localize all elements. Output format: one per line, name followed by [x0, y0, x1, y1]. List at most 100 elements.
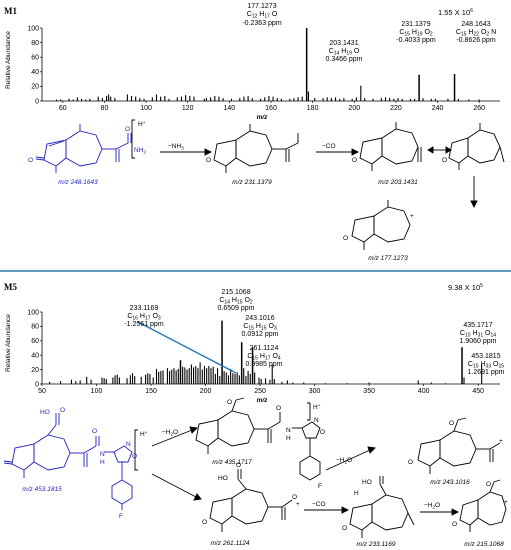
m5-frag-261-structure — [209, 469, 293, 532]
m5-loss-h2o-b: −H2O — [336, 457, 352, 465]
m1-label-177-mz: 177.1273 — [247, 3, 276, 10]
m5-frag261-ho: HO — [218, 475, 228, 482]
m5-frag261-o2: O — [202, 519, 207, 526]
m1-label-231: 231.1379 C15 H19 O2 -0.4033 ppm — [396, 21, 435, 44]
m5-frag261-plus: + — [296, 501, 300, 508]
m5-label-215-mz: 215.1068 — [221, 289, 250, 296]
m5-frag-215-structure — [459, 479, 507, 532]
m5-ylabel: Relative Abundance — [5, 314, 12, 372]
m1-label-203: 203.1431 C14 H19 O 0.3466 ppm — [326, 40, 363, 63]
panel-m5-intensity: 9.38 X 105 — [448, 283, 483, 292]
m5-label-243-formula: C15 H15 O3 — [243, 323, 277, 332]
m5-frag243-plus: + — [499, 438, 503, 445]
panel-m5-id: M5 — [4, 282, 17, 292]
m1-resonance-head-right — [445, 146, 452, 154]
m5-frag-233-structure — [349, 476, 415, 538]
m1-label-203-ppm: 0.3466 ppm — [326, 56, 363, 63]
m5-xlabel: m/z — [257, 397, 269, 404]
m1-precursor-mz: m/z 248.1643 — [58, 179, 98, 186]
m5-frag435-n: N — [286, 427, 291, 434]
m1-step2-loss: −CO — [322, 143, 336, 150]
m5-label-261: 261.1124 C15 H17 O4 0.9985 ppm — [246, 345, 283, 368]
m5-ytick-label: 100 — [27, 309, 39, 316]
m5-label-233-formula: C16 H17 O3 — [127, 313, 161, 322]
m5-loss-h2o-c: −H2O — [424, 502, 440, 510]
m5-frag261-o1: O — [236, 462, 241, 469]
m5-label-435: 435.1717 C10 H31 O14 1.9060 ppm — [460, 322, 497, 345]
m1-precursor-oxygen: O — [28, 157, 33, 164]
m5-precursor-nh: N — [100, 451, 105, 458]
m5-loss-co: −CO — [312, 501, 326, 508]
m1-ytick-label: 80 — [31, 40, 39, 47]
m5-label-233-mz: 233.1169 — [130, 305, 159, 312]
m5-charge-scheme: H+ — [140, 430, 148, 438]
m1-label-231-formula: C15 H19 O2 — [399, 29, 433, 38]
m5-label-215-formula: C14 H15 O2 — [219, 297, 253, 306]
m1-xtick-label: 160 — [265, 105, 277, 112]
panel-m1-intensity: 1.55 X 106 — [438, 8, 473, 17]
m5-frag-261-mz: m/z 261.1124 — [211, 540, 250, 547]
m1-res-oxygen: O — [442, 157, 447, 164]
m5-label-243-ppm: 0.0912 ppm — [242, 331, 279, 338]
m5-frag-243-structure — [417, 417, 501, 474]
m1-arrow-2-head — [351, 148, 360, 156]
m5-arrow-243 — [325, 449, 371, 471]
m1-xtick-label: 240 — [432, 105, 444, 112]
m1-frag1-structure — [213, 124, 299, 173]
m1-fragmentation-scheme: O O NH2 H+ m/z 248.1643 −NH3 O — [28, 119, 505, 262]
m1-step1-loss: −NH3 — [168, 143, 184, 151]
m5-xtick-label: 250 — [254, 388, 266, 395]
m5-spectrum-bracket — [307, 402, 311, 421]
m1-arrow-1-head — [204, 148, 213, 156]
m5-arrow-261 — [151, 473, 197, 498]
m1-label-177-ppm: -0.2363 ppm — [242, 20, 281, 27]
m1-resonance-structure — [448, 123, 505, 170]
m5-frag215-o2: O — [452, 521, 457, 528]
m1-xtick-label: 100 — [140, 105, 152, 112]
m5-label-435-formula: C10 H31 O14 — [460, 330, 496, 339]
m5-frag435-o2: O — [276, 405, 281, 412]
m5-label-435-ppm: 1.9060 ppm — [460, 338, 497, 345]
m1-ytick-label: 60 — [31, 55, 39, 62]
m1-label-203-mz: 203.1431 — [329, 40, 358, 47]
m5-frag435-f: F — [318, 483, 322, 490]
m5-label-243: 243.1016 C15 H15 O3 0.0912 ppm — [242, 315, 279, 338]
m1-frag1-mz: m/z 231.1379 — [232, 179, 272, 186]
m5-xtick-label: 200 — [200, 388, 212, 395]
m1-precursor-nh2: NH2 — [134, 147, 146, 155]
m5-frag233-o: O — [342, 525, 347, 532]
m1-ytick-label: 20 — [31, 84, 39, 91]
m1-xtick-label: 60 — [59, 105, 67, 112]
panel-m1: M1 1.55 X 106 Relative Abundance m/z 020… — [4, 3, 505, 262]
m5-callout-line — [137, 321, 237, 374]
m1-xtick-label: 200 — [348, 105, 360, 112]
m5-ytick-label: 20 — [31, 367, 39, 374]
m5-label-233-ppm: -1.2561 ppm — [124, 321, 163, 328]
m5-frag-435-mz: m/z 435.1717 — [212, 459, 252, 466]
m5-arrow-435-head — [189, 426, 198, 434]
m5-frag-233-mz: m/z 233.1169 — [357, 541, 396, 548]
m1-precursor-structure — [35, 124, 132, 173]
panel-m1-id: M1 — [4, 6, 17, 16]
m5-precursor-mz: m/z 453.1815 — [22, 486, 62, 493]
m1-xtick-label: 80 — [101, 105, 109, 112]
m1-label-248-mz: 248.1643 — [461, 21, 490, 28]
m5-precursor-ho: HO — [40, 409, 50, 416]
m5-arrow-261-head — [193, 493, 202, 501]
m5-ytick-label: 80 — [31, 324, 39, 331]
m1-ytick-label: 40 — [31, 69, 39, 76]
m1-xlabel: m/z — [257, 114, 269, 121]
m1-xtick-label: 180 — [307, 105, 319, 112]
m1-frag3-structure — [351, 200, 411, 250]
m5-ytick-label: 60 — [31, 338, 39, 345]
m5-xtick-label: 100 — [91, 388, 103, 395]
m1-label-231-ppm: -0.4033 ppm — [396, 37, 435, 44]
m1-xtick-label: 140 — [224, 105, 236, 112]
m5-fragmentation-scheme: HO O O N H N O F H+ m/z 453.1815 H+ −H2O — [3, 397, 508, 548]
m1-label-177: 177.1273 C12 H17 O -0.2363 ppm — [242, 3, 281, 27]
m1-label-248: 248.1643 C15 H22 O2 N -0.8626 ppm — [456, 21, 496, 44]
